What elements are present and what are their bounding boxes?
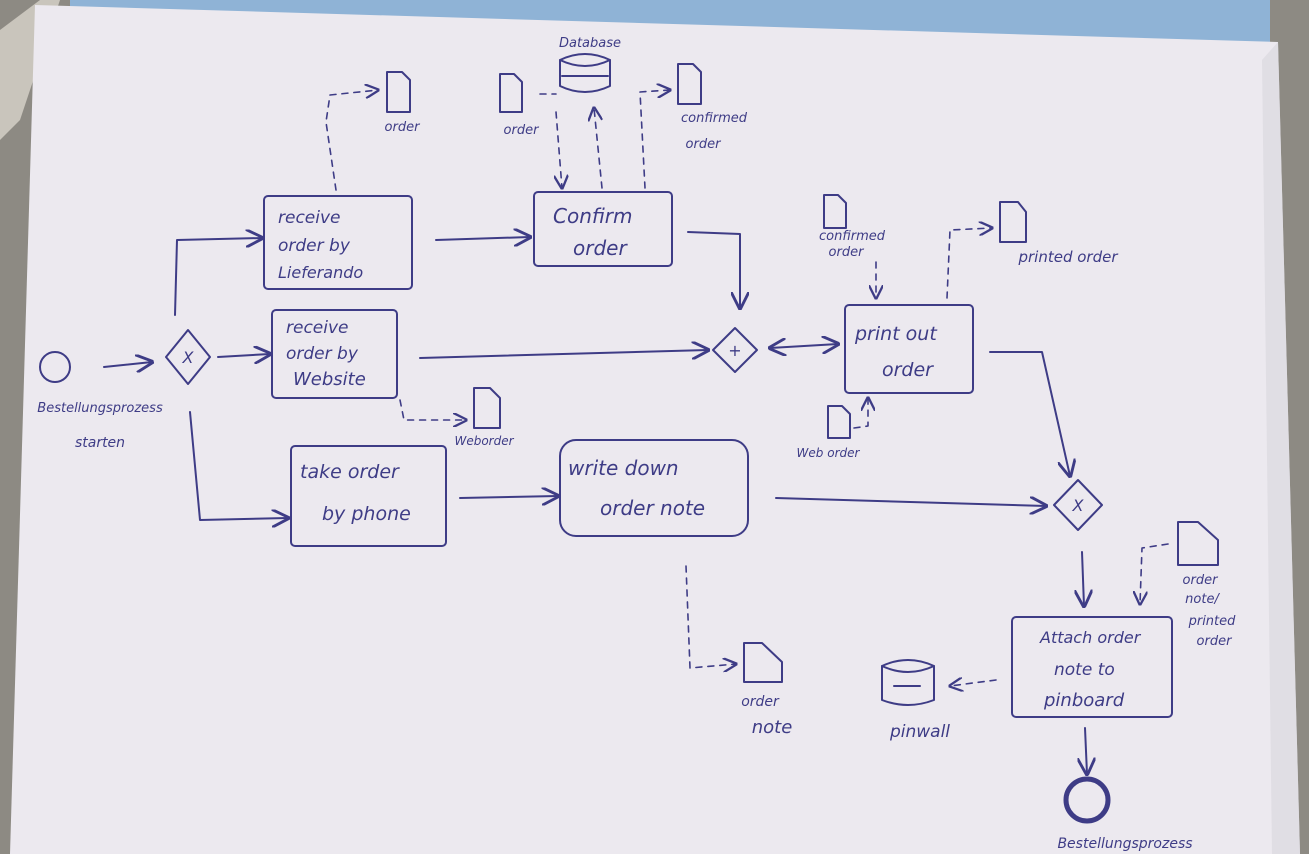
- task-write-down-order-note[interactable]: write down order note: [559, 439, 749, 537]
- task-confirm-line-2: order: [573, 236, 628, 260]
- database-label: Database: [559, 36, 621, 51]
- paper-sheet: [10, 5, 1300, 854]
- split-gateway-symbol: X: [182, 348, 195, 367]
- flow-lieferando-to-confirm: [435, 237, 530, 240]
- task-attach-line-1: Attach order: [1039, 628, 1142, 647]
- start-event-label-1: Bestellungsprozess: [37, 401, 163, 416]
- flow-print-to-xjoin: [989, 351, 1070, 476]
- printed-order-label: printed order: [1017, 248, 1118, 266]
- parallel-join-symbol: +: [728, 341, 741, 360]
- assoc-lieferando-to-order: [325, 90, 378, 191]
- task-lieferando-line-3: Lieferando: [278, 263, 363, 282]
- assoc-attach-to-pinwall: [950, 680, 997, 686]
- note-printed-label-1: order: [1183, 573, 1220, 588]
- order-db-label: order: [504, 123, 541, 138]
- task-lieferando-line-2: order by: [278, 236, 351, 256]
- flow-split-to-phone: [189, 411, 288, 520]
- pinwall-label: pinwall: [889, 722, 950, 742]
- end-event-label: Bestellungsprozess: [1057, 836, 1192, 852]
- parallel-join-gateway[interactable]: +: [712, 327, 758, 373]
- assoc-print-to-printed: [946, 228, 992, 299]
- end-event[interactable]: [1063, 776, 1111, 824]
- task-print-line-1: print out: [854, 323, 938, 345]
- assoc-confirm-to-confirmed-order: [639, 90, 670, 189]
- data-object-web-order-1[interactable]: [473, 387, 501, 429]
- task-take-order-phone[interactable]: take order by phone: [290, 445, 447, 547]
- flow-join-to-print: [770, 344, 838, 348]
- task-confirm-order[interactable]: Confirm order: [533, 191, 673, 267]
- task-lieferando-line-1: receive: [278, 208, 341, 228]
- task-website-line-1: receive: [286, 318, 349, 338]
- task-website-line-3: Website: [293, 369, 366, 390]
- start-event[interactable]: [39, 351, 71, 383]
- confirmed-top-label-1: confirmed: [681, 111, 748, 126]
- order-note-label-2: note: [752, 717, 793, 738]
- assoc-note-to-attach: [1140, 543, 1169, 604]
- task-attach-order-note[interactable]: Attach order note to pinboard: [1011, 616, 1173, 718]
- task-attach-line-2: note to: [1054, 660, 1115, 680]
- flow-split-to-website: [217, 354, 270, 357]
- flow-phone-to-write: [459, 496, 558, 498]
- task-phone-line-1: take order: [300, 461, 400, 483]
- split-gateway[interactable]: X: [165, 329, 211, 385]
- confirmed-top-label-2: order: [686, 137, 723, 152]
- data-object-web-order-2[interactable]: [827, 405, 851, 439]
- database-data-store[interactable]: [559, 53, 611, 93]
- pinwall-data-store[interactable]: [881, 659, 935, 706]
- flow-attach-to-end: [1085, 727, 1087, 774]
- task-phone-line-2: by phone: [322, 503, 411, 525]
- flow-split-to-lieferando: [174, 238, 262, 316]
- flow-website-to-join: [419, 350, 708, 358]
- assoc-write-to-ordernote: [685, 565, 736, 668]
- flow-xjoin-to-attach: [1082, 551, 1084, 606]
- data-object-order-db[interactable]: [499, 73, 523, 113]
- assoc-weborder-to-print: [853, 398, 868, 429]
- note-printed-label-4: order: [1197, 634, 1234, 649]
- data-object-note-or-printed[interactable]: [1177, 521, 1219, 566]
- order-top-label: order: [385, 120, 422, 135]
- web-order-2-label: Web order: [797, 446, 861, 460]
- task-confirm-line-1: Confirm: [553, 204, 633, 228]
- note-printed-label-2: note/: [1185, 592, 1220, 607]
- start-event-label-2: starten: [75, 435, 125, 451]
- exclusive-join-symbol: X: [1072, 496, 1085, 515]
- assoc-website-to-weborder: [399, 399, 466, 420]
- data-object-confirmed-top[interactable]: [677, 63, 702, 105]
- web-order-1-label: Weborder: [454, 434, 514, 448]
- task-attach-line-3: pinboard: [1043, 690, 1125, 711]
- data-object-confirmed-print[interactable]: [823, 194, 847, 229]
- task-write-line-2: order note: [600, 496, 705, 520]
- task-write-line-1: write down: [568, 456, 679, 480]
- data-object-printed-order[interactable]: [999, 201, 1027, 243]
- data-object-order-note[interactable]: [743, 642, 783, 683]
- confirmed-print-label-2: order: [829, 245, 866, 260]
- paper-shadow: [1262, 42, 1300, 854]
- task-print-line-2: order: [882, 359, 934, 381]
- assoc-database-to-confirm: [556, 111, 562, 188]
- exclusive-join-gateway[interactable]: X: [1053, 479, 1103, 531]
- data-object-order-top[interactable]: [386, 71, 411, 113]
- task-print-out-order[interactable]: print out order: [844, 304, 974, 394]
- assoc-confirm-to-database: [594, 108, 603, 189]
- order-note-label-1: order: [741, 694, 780, 710]
- note-printed-label-3: printed: [1188, 614, 1237, 629]
- confirmed-print-label-1: confirmed: [819, 229, 886, 244]
- task-website-line-2: order by: [286, 344, 359, 364]
- flow-write-to-xjoin: [775, 498, 1046, 506]
- flow-start-to-split: [103, 362, 152, 367]
- flow-confirm-to-join: [687, 231, 740, 308]
